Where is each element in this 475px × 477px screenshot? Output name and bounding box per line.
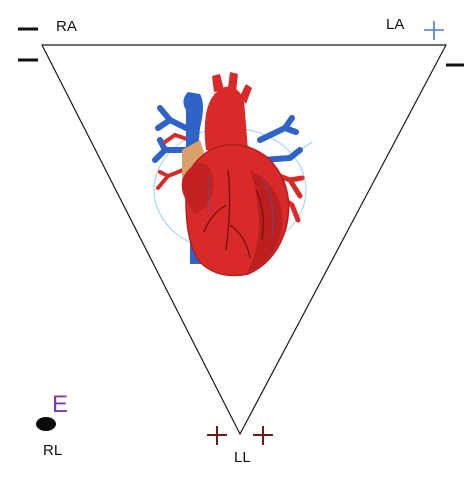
- rl-electrode-dot: [36, 417, 56, 431]
- la-label: LA: [386, 16, 404, 33]
- heart-illustration: [152, 72, 313, 277]
- rl-label: RL: [43, 442, 62, 459]
- la-plus-sign: [424, 21, 444, 40]
- ground-e-label: E: [52, 391, 68, 418]
- ra-label: RA: [56, 18, 77, 35]
- ll-label: LL: [234, 449, 251, 466]
- ll-plus-sign-left: [207, 426, 227, 445]
- einthoven-triangle: [41, 44, 447, 436]
- ll-plus-sign-right: [253, 426, 273, 445]
